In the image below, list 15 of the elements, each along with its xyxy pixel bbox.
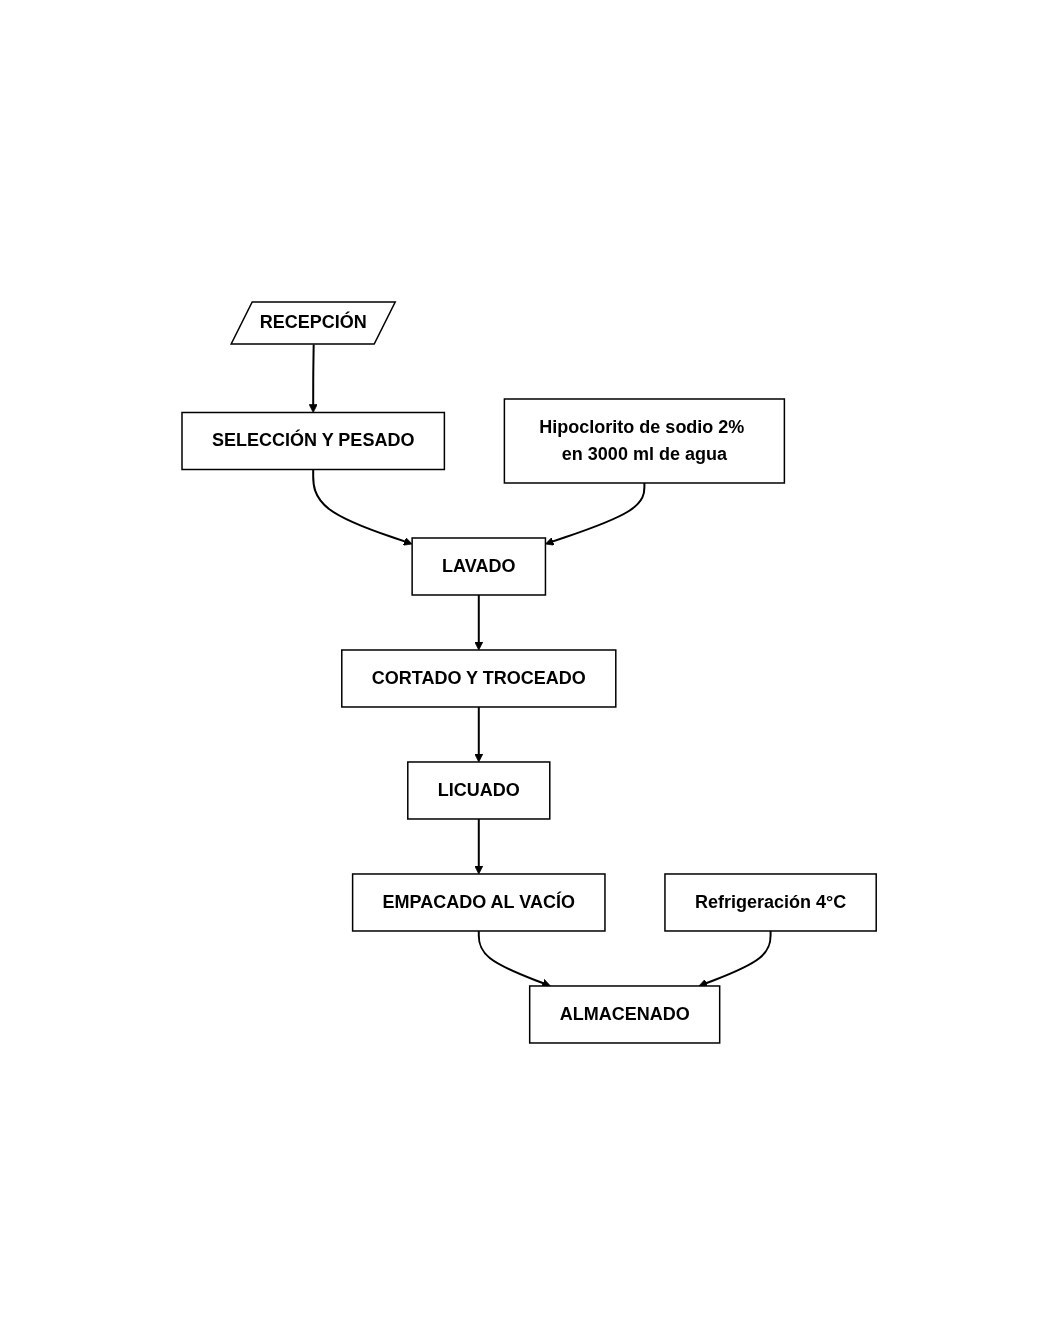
- node-box: LICUADO: [406, 760, 551, 820]
- arrow: [474, 817, 484, 874]
- node-box: LAVADO: [411, 536, 547, 596]
- node-box: ALMACENADO: [528, 984, 721, 1044]
- node-box: Refrigeración 4°C: [664, 872, 877, 932]
- node-box: SELECCIÓN Y PESADO: [181, 411, 446, 470]
- node-box: CORTADO Y TROCEADO: [340, 648, 617, 708]
- arrow: [308, 343, 318, 413]
- arrow: [477, 929, 551, 987]
- node-box: EMPACADO AL VACÍO: [351, 872, 606, 932]
- arrow: [474, 593, 484, 650]
- arrow: [698, 929, 772, 987]
- arrow: [474, 705, 484, 762]
- node-box: Hipoclorito de sodio 2% en 3000 ml de agua: [503, 397, 785, 484]
- arrow: [312, 468, 413, 546]
